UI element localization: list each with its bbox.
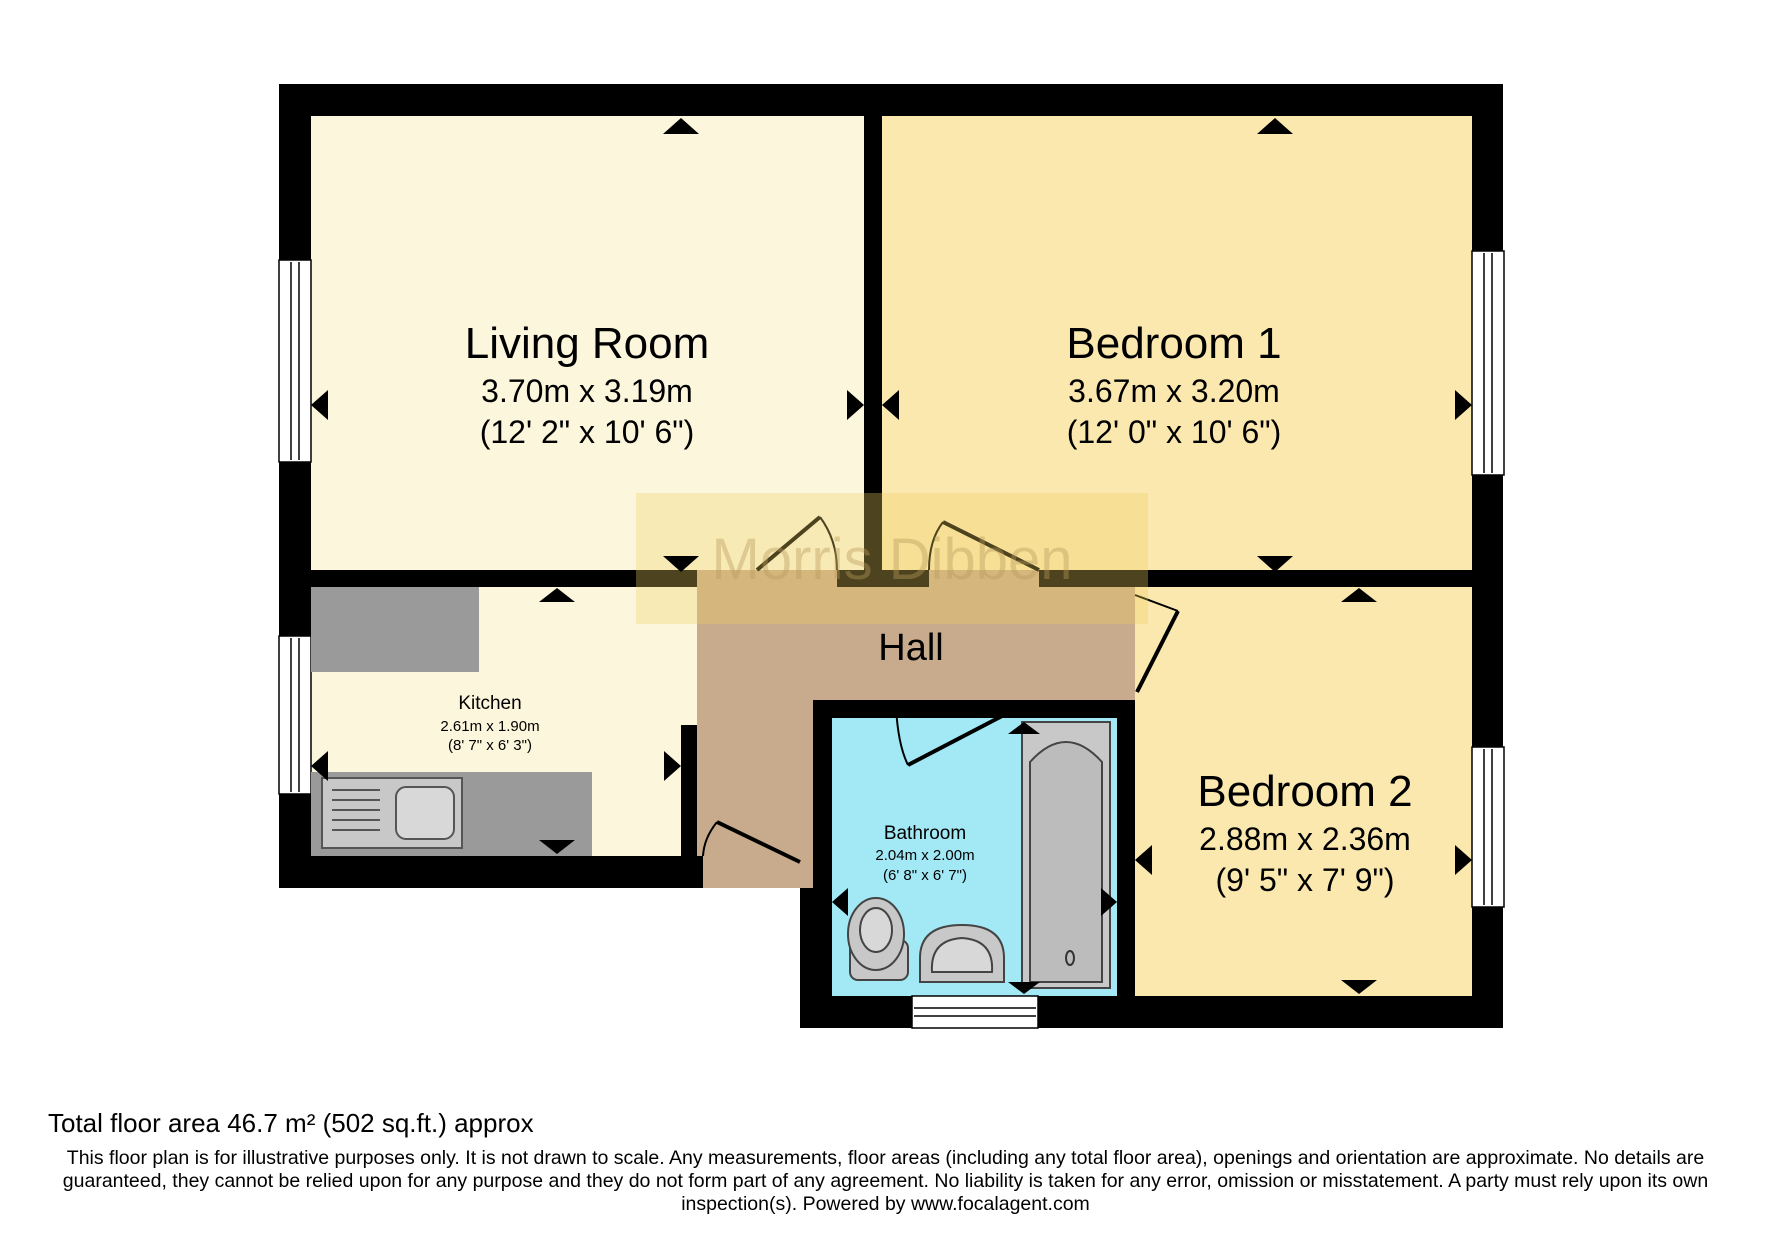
door-opening-bedroom1	[929, 570, 1039, 587]
bathroom-imperial: (6' 8" x 6' 7")	[883, 867, 967, 884]
bedroom-1-name: Bedroom 1	[1066, 319, 1281, 368]
watermark-box	[636, 493, 1148, 624]
hall-name: Hall	[878, 627, 943, 669]
toilet-icon	[847, 897, 909, 981]
door-opening-living	[697, 570, 837, 587]
kitchen-metric: 2.61m x 1.90m	[440, 718, 539, 735]
living-room-name: Living Room	[465, 319, 710, 368]
living-room-floor	[311, 116, 864, 570]
kitchen-name: Kitchen	[458, 693, 521, 714]
label-kitchen: Kitchen 2.61m x 1.90m (8' 7" x 6' 3")	[440, 693, 539, 754]
basin-icon	[919, 923, 1005, 983]
bedroom-1-floor	[882, 116, 1472, 570]
door-bathroom	[895, 706, 1005, 767]
window-bathroom	[911, 995, 1039, 1029]
bedroom-1-metric: 3.67m x 3.20m	[1068, 373, 1280, 409]
window-bedroom2	[1471, 746, 1505, 908]
label-bedroom-2: Bedroom 2 2.88m x 2.36m (9' 5" x 7' 9")	[1197, 767, 1412, 898]
window-kitchen	[278, 635, 312, 795]
disclaimer-text: This floor plan is for illustrative purp…	[62, 1147, 1709, 1215]
window-living	[278, 259, 312, 463]
kitchen-worktop-upper	[311, 587, 479, 672]
living-room-imperial: (12' 2" x 10' 6")	[480, 414, 695, 450]
door-hall-cupboard	[702, 820, 801, 864]
label-living-room: Living Room 3.70m x 3.19m (12' 2" x 10' …	[465, 319, 710, 450]
watermark-text: Morris Dibben	[712, 527, 1073, 592]
total-floor-area: Total floor area 46.7 m² (502 sq.ft.) ap…	[48, 1108, 534, 1138]
bedroom-2-imperial: (9' 5" x 7' 9")	[1216, 862, 1395, 898]
door-bedroom-2	[1134, 594, 1180, 693]
bathroom-metric: 2.04m x 2.00m	[875, 847, 974, 864]
window-bedroom1	[1471, 250, 1505, 476]
floor-plan: Morris Dibben Living Room 3.70m x 3.19m …	[278, 84, 1505, 1029]
sink-icon	[321, 777, 463, 849]
door-living-room	[755, 515, 838, 572]
living-room-metric: 3.70m x 3.19m	[481, 373, 693, 409]
label-bedroom-1: Bedroom 1 3.67m x 3.20m (12' 0" x 10' 6"…	[1066, 319, 1281, 450]
dimension-markers	[311, 118, 1472, 994]
bedroom-2-floor	[1135, 587, 1472, 996]
bathroom-name: Bathroom	[884, 823, 966, 844]
bedroom-2-metric: 2.88m x 2.36m	[1199, 821, 1411, 857]
door-bedroom-1	[928, 520, 1040, 572]
bedroom-1-imperial: (12' 0" x 10' 6")	[1067, 414, 1282, 450]
kitchen-imperial: (8' 7" x 6' 3")	[448, 737, 532, 754]
label-bathroom: Bathroom 2.04m x 2.00m (6' 8" x 6' 7")	[875, 823, 974, 884]
bath-icon	[1021, 721, 1111, 989]
hall-floor	[697, 587, 1135, 888]
label-hall: Hall	[878, 627, 943, 669]
bedroom-2-name: Bedroom 2	[1197, 767, 1412, 816]
door-opening-kitchen	[681, 587, 697, 725]
